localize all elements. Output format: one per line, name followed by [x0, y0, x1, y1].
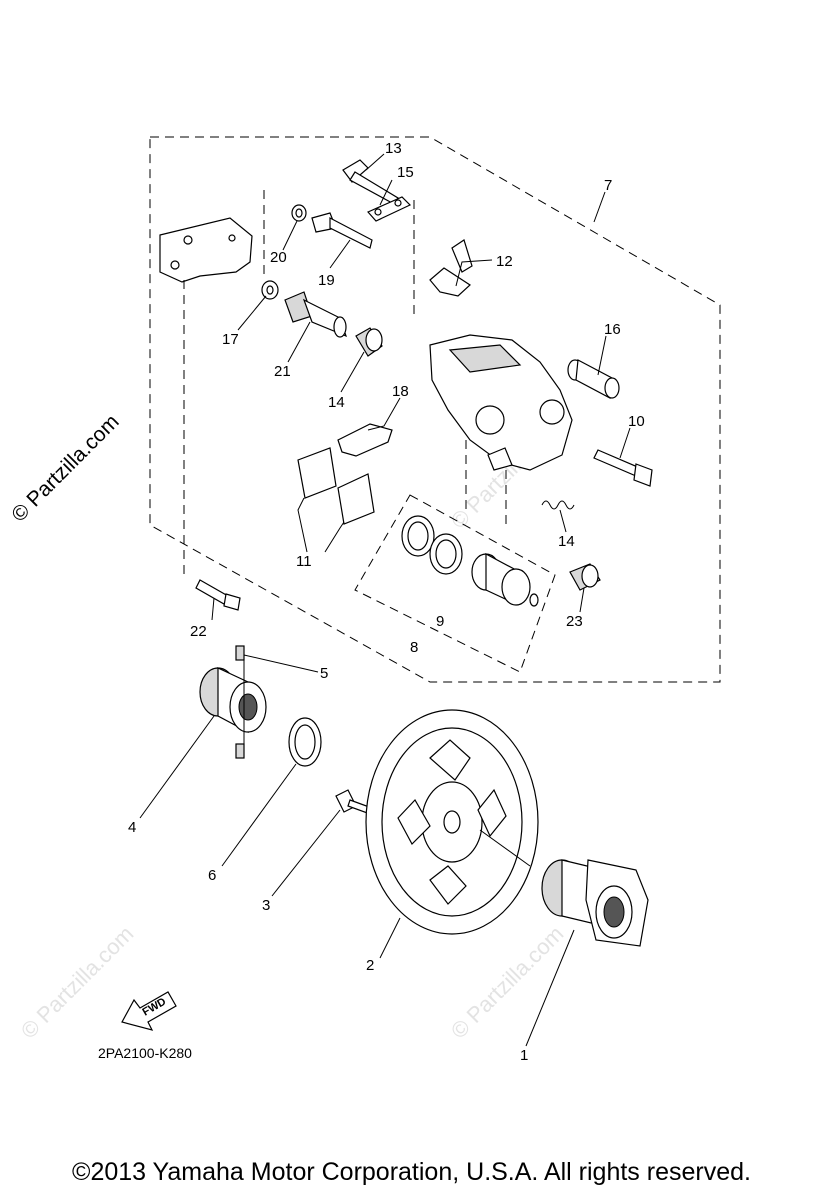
bleed-screw-12 — [429, 239, 473, 297]
piston-kit-outline — [354, 494, 556, 673]
callout-20: 19 — [318, 272, 335, 289]
callout-10: 10 — [628, 413, 645, 430]
seal-ring-6-inner — [294, 724, 316, 760]
callout-6: 6 — [208, 867, 216, 884]
bolt-5-top — [235, 645, 245, 661]
diagram-code: 2PA2100-K280 — [98, 1045, 192, 1061]
bolt-10 — [593, 449, 653, 487]
callout-1: 1 — [520, 1047, 528, 1064]
callout-2: 2 — [366, 957, 374, 974]
callout-4: 4 — [128, 819, 136, 836]
washer-18-hole — [266, 285, 274, 295]
pin-bolt-22 — [284, 291, 347, 338]
callout-12: 12 — [496, 253, 513, 270]
bolt-5-bottom — [235, 743, 245, 759]
seals-9 — [401, 515, 463, 575]
piston-8 — [471, 553, 539, 607]
boot-14-lower — [569, 563, 601, 591]
caliper-assembly-outline — [149, 136, 721, 683]
brake-pads-11 — [297, 447, 375, 525]
watermark-faint-2: © Partzilla.com — [16, 921, 139, 1044]
watermark: © Partzilla.com — [7, 410, 123, 526]
callout-16: 15 — [397, 164, 414, 181]
callout-3: 3 — [262, 897, 270, 914]
callout-7: 7 — [604, 177, 612, 194]
fwd-arrow-icon: FWD — [121, 991, 177, 1031]
spring-15 — [541, 500, 575, 510]
watermark-faint-3: © Partzilla.com — [446, 921, 569, 1044]
callout-23: 22 — [190, 623, 207, 640]
callout-13: 13 — [385, 140, 402, 157]
hub-collar-4 — [199, 667, 267, 733]
leader-lines — [139, 153, 631, 1047]
callout-8: 8 — [410, 639, 418, 656]
callout-5: 5 — [320, 665, 328, 682]
callout-22: 21 — [274, 363, 291, 380]
callout-21: 20 — [270, 249, 287, 266]
callout-11: 11 — [296, 553, 312, 570]
boot-14-upper — [355, 327, 383, 357]
bushing-17 — [567, 359, 620, 399]
lock-plate-16 — [367, 196, 412, 222]
caliper-body — [429, 334, 573, 471]
pad-spring-19 — [337, 423, 393, 457]
callout-15: 14 — [558, 533, 575, 550]
callout-14-upper: 14 — [328, 394, 345, 411]
brake-disc-2 — [365, 709, 539, 935]
callout-17: 16 — [604, 321, 621, 338]
callout-14-lower: 23 — [566, 613, 583, 630]
callout-19: 18 — [392, 383, 409, 400]
bolt-23 — [195, 579, 241, 611]
hub-1 — [541, 859, 649, 947]
pin-20 — [311, 212, 373, 249]
copyright-notice: ©2013 Yamaha Motor Corporation, U.S.A. A… — [72, 1158, 751, 1186]
callout-9: 9 — [436, 613, 444, 630]
caliper-bracket — [159, 217, 253, 283]
washer-21-hole — [295, 208, 303, 218]
callout-18: 17 — [222, 331, 239, 348]
